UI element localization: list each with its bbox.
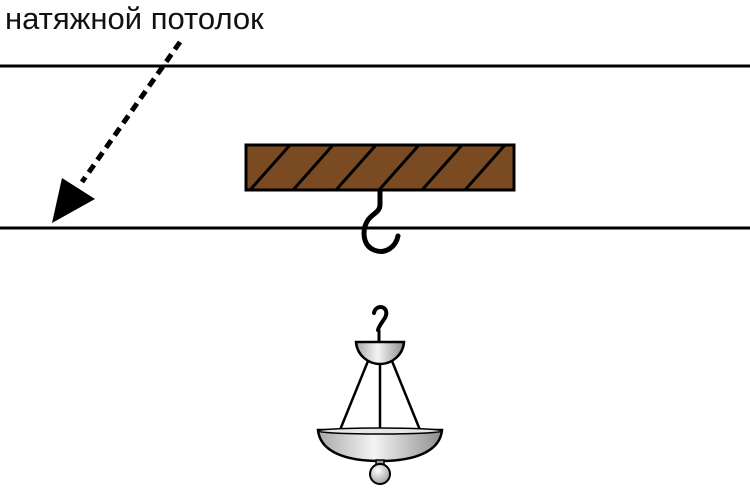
dashed-arrow-icon — [52, 40, 183, 223]
hook-icon — [361, 187, 401, 254]
wooden-beam — [244, 143, 516, 192]
chandelier-icon — [316, 305, 444, 485]
stretch-ceiling-label: натяжной потолок — [5, 1, 264, 36]
